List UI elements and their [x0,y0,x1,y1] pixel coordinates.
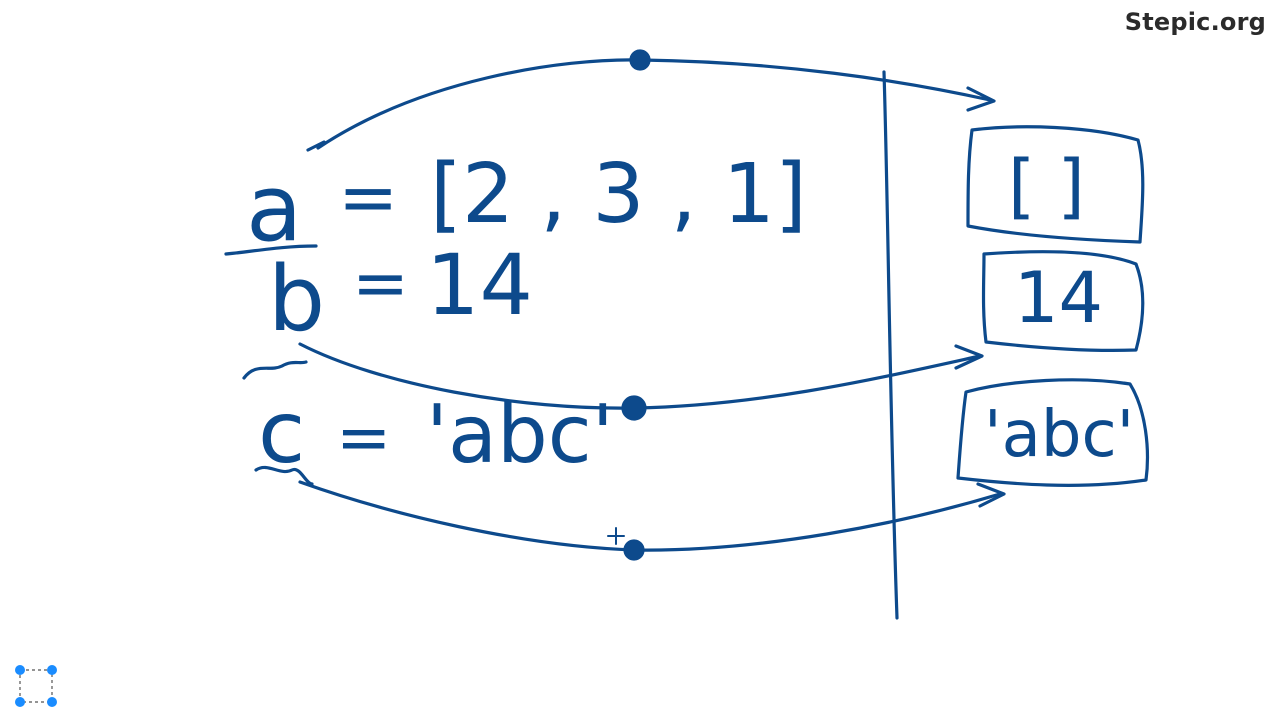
squiggle-c [254,465,314,486]
memory-box-2 [981,250,1145,352]
memory-box-1 [966,125,1145,244]
arc-c-arrowhead [954,344,984,370]
arc-c2-node [623,539,645,561]
stmt-c-value: 'abc' [426,388,614,481]
stmt-a-value: [2 , 3 , 1] [430,147,807,242]
memory-value-1: [ ] [1008,145,1085,227]
stmt-b-name: b [268,247,325,352]
stmt-a-name: a [246,155,302,262]
squiggle-b [242,360,308,380]
cursor-cross [607,527,625,545]
memory-value-2: 14 [1014,257,1103,339]
stmt-b-eq: = [352,244,409,323]
underline-a [224,244,318,256]
arc-c-node [621,395,647,421]
memory-value-3: 'abc' [984,398,1134,472]
divider-line [882,70,899,620]
arc-a-node [629,49,651,71]
brand-logo: Stepic.org [1124,8,1266,36]
selection-handles-icon[interactable] [14,664,58,708]
stmt-b-value: 14 [426,236,533,334]
stmt-c-name: c [258,383,305,483]
memory-box-3 [956,378,1150,487]
arc-c2-arrowhead [976,482,1006,508]
arc-a-arrowhead [966,86,996,112]
stmt-c-eq: = [336,399,391,476]
stmt-a-eq: = [338,155,398,239]
arc-a-to-list [316,58,992,150]
arc-a-tail [306,140,326,152]
